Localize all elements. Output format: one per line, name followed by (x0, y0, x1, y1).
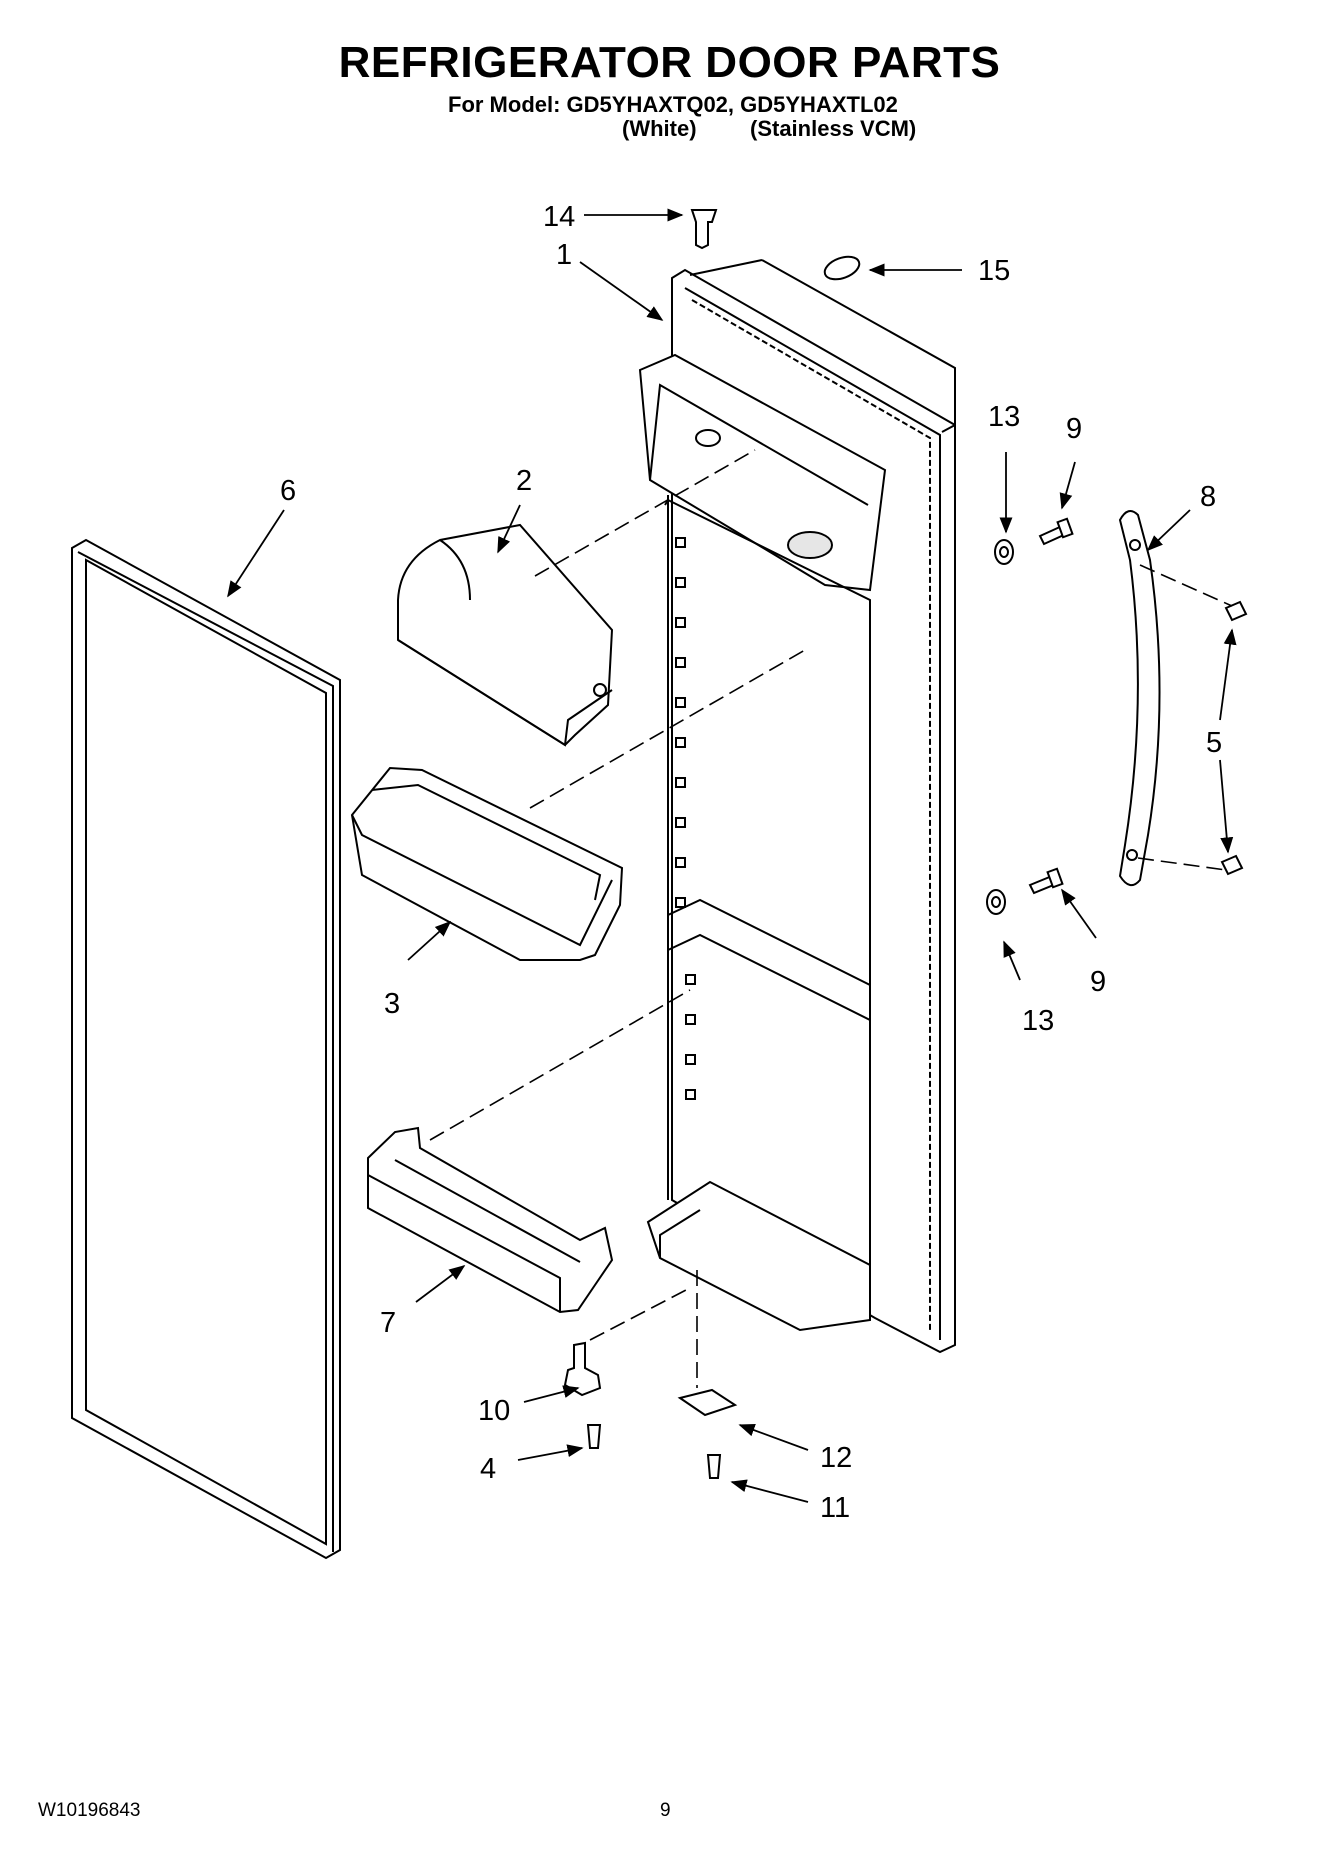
callout-1: 1 (556, 239, 572, 271)
callout-2: 2 (516, 465, 532, 497)
callout-13-upper: 13 (988, 401, 1020, 433)
dispenser-cover (397, 523, 614, 747)
door-bin (350, 766, 624, 961)
document-number: W10196843 (38, 1800, 141, 1821)
callout-6: 6 (280, 475, 296, 507)
callout-9-upper: 9 (1066, 413, 1082, 445)
door-liner (638, 259, 956, 1354)
callout-8: 8 (1200, 481, 1216, 513)
callout-5: 5 (1206, 727, 1222, 759)
page-title: REFRIGERATOR DOOR PARTS (338, 38, 1001, 87)
variant-stainless-label: (Stainless VCM) (750, 116, 917, 141)
callout-15: 15 (978, 255, 1010, 287)
callout-13-lower: 13 (1022, 1005, 1054, 1037)
lower-door-bin (367, 1126, 614, 1314)
callout-arrows (227, 208, 1237, 1503)
callout-4: 4 (480, 1453, 496, 1485)
callout-3: 3 (384, 988, 400, 1020)
assembly-lines (429, 449, 1233, 1388)
callout-14: 14 (543, 201, 575, 233)
callout-labels: 14 1 15 13 9 8 2 6 5 3 9 13 7 10 12 4 11 (280, 201, 1222, 1524)
callout-10: 10 (478, 1395, 510, 1427)
door-handle (1118, 510, 1161, 887)
callout-11: 11 (820, 1492, 850, 1524)
page-number: 9 (660, 1800, 671, 1821)
callout-12: 12 (820, 1442, 852, 1474)
variant-white-label: (White) (622, 116, 697, 141)
model-line: For Model: GD5YHAXTQ02, GD5YHAXTL02 (448, 92, 898, 117)
hardware-parts (563, 209, 1248, 1479)
callout-7: 7 (380, 1307, 396, 1339)
callout-9-lower: 9 (1090, 966, 1106, 998)
door-gasket (71, 538, 341, 1560)
